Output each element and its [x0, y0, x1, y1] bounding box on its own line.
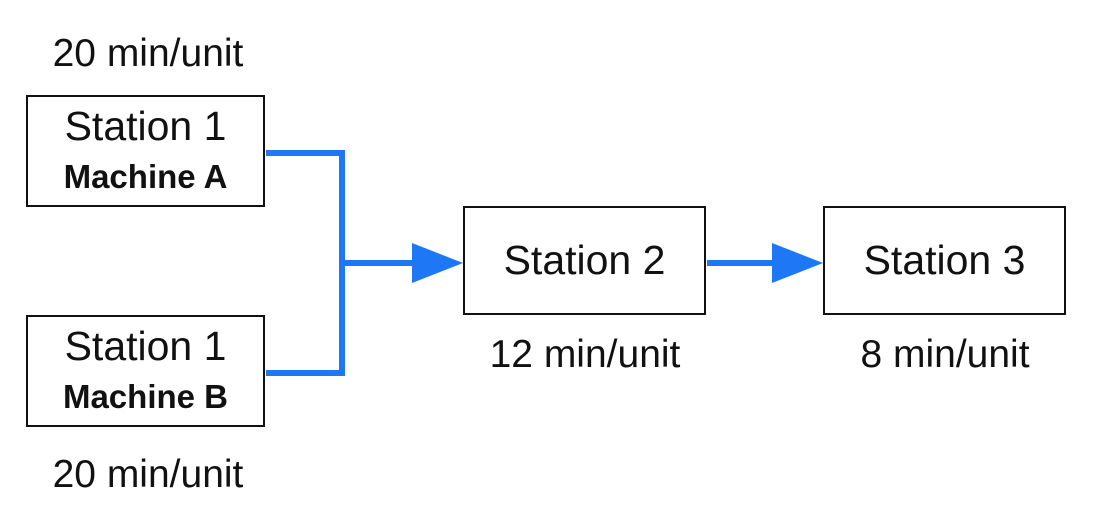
station-1a-time-label: 20 min/unit — [52, 32, 244, 75]
machine-a-label: Machine A — [63, 157, 228, 195]
station-2-box: Station 2 — [463, 206, 706, 315]
station-2-title: Station 2 — [503, 236, 666, 283]
station-3-time-label: 8 min/unit — [860, 333, 1030, 376]
station-1a-title: Station 1 — [64, 102, 227, 149]
station-3-title: Station 3 — [863, 236, 1026, 283]
station-1-machine-b-box: Station 1 Machine B — [26, 315, 265, 427]
station-2-time-label: 12 min/unit — [489, 333, 681, 376]
station-1-machine-a-box: Station 1 Machine A — [26, 95, 265, 207]
machine-b-label: Machine B — [62, 377, 229, 415]
station-1b-time-label: 20 min/unit — [52, 453, 244, 496]
arrowhead-to-s3 — [772, 243, 823, 283]
station-1b-title: Station 1 — [64, 322, 227, 369]
arrowhead-to-s2 — [412, 243, 463, 283]
station-3-box: Station 3 — [823, 206, 1066, 315]
